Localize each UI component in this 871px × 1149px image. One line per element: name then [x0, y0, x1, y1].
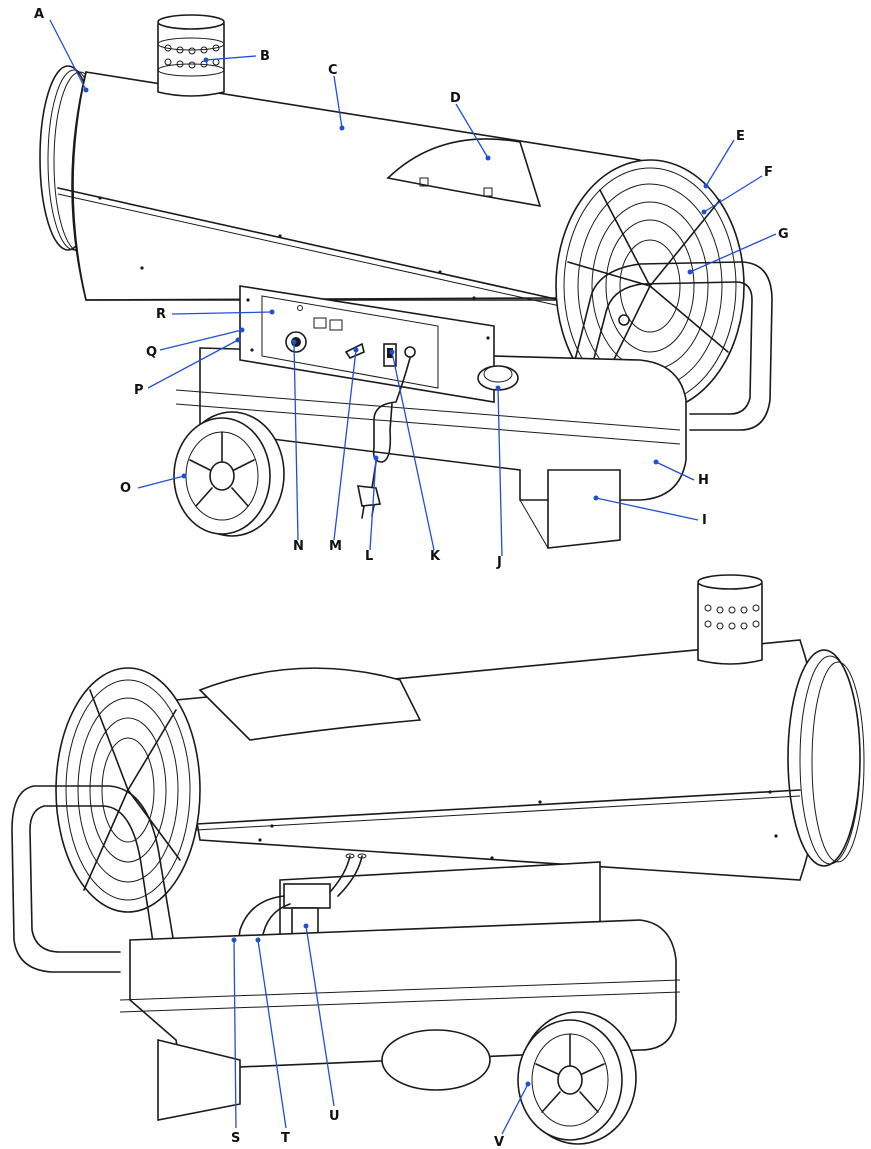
heater-rear-view: [11, 574, 865, 1145]
label-o: O: [120, 481, 131, 496]
label-k: K: [430, 549, 441, 564]
label-m: M: [329, 539, 342, 554]
label-q: Q: [146, 345, 157, 360]
label-f: F: [764, 165, 773, 180]
label-h: H: [698, 473, 709, 488]
label-j: J: [496, 555, 502, 570]
label-i: I: [702, 513, 707, 528]
label-n: N: [293, 539, 304, 554]
label-s: S: [231, 1131, 240, 1146]
callout-leaders: [49, 19, 777, 1135]
label-c: C: [328, 63, 338, 78]
wheel-front-view: [173, 411, 285, 537]
label-u: U: [329, 1109, 340, 1124]
label-v: V: [494, 1135, 504, 1149]
label-p: P: [134, 383, 144, 398]
label-d: D: [450, 91, 461, 106]
label-t: T: [281, 1131, 290, 1146]
label-l: L: [365, 549, 373, 564]
label-g: G: [778, 227, 789, 242]
label-r: R: [156, 307, 166, 322]
label-b: B: [260, 49, 270, 64]
heater-front-view: [39, 14, 773, 549]
callout-labels: A B C D E F G H I J K L M N O P Q R S T …: [34, 7, 789, 1149]
wheel-rear-view: [517, 1011, 637, 1145]
label-e: E: [736, 129, 745, 144]
label-a: A: [34, 7, 44, 22]
